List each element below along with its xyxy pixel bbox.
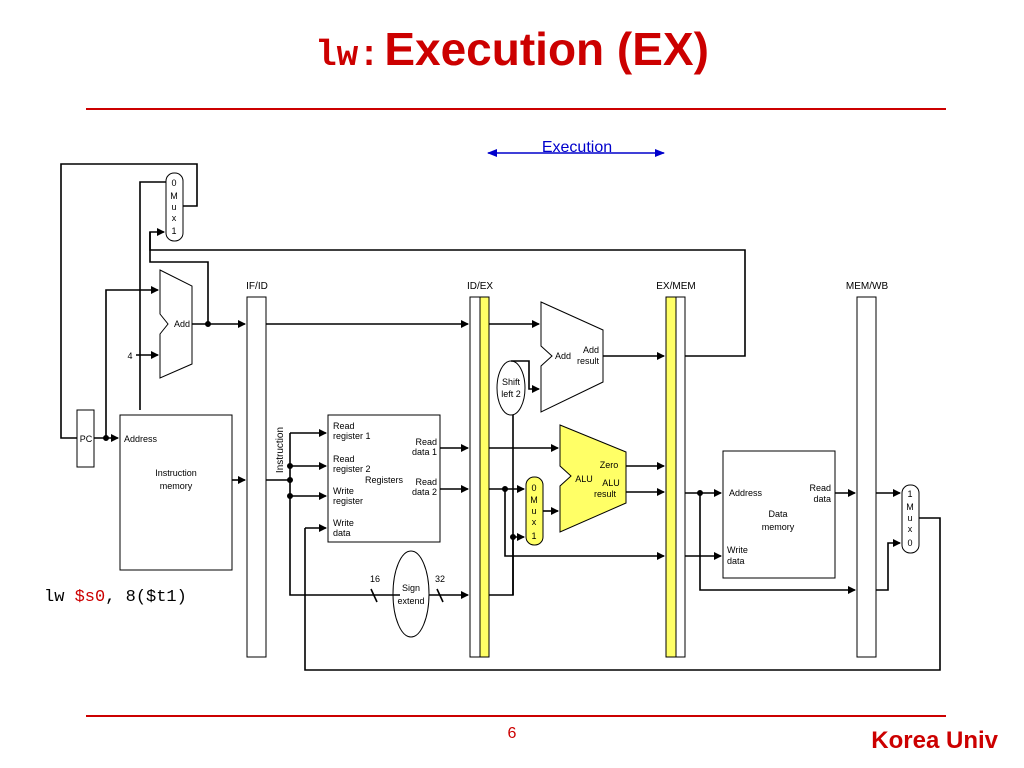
pipeline-register-ex-mem: EX/MEM — [656, 281, 696, 658]
svg-text:Write: Write — [333, 518, 354, 528]
svg-text:Zero: Zero — [600, 460, 619, 470]
register-file: Read register 1 Read register 2 Write re… — [327, 414, 441, 543]
branch-adder: Add Add result — [540, 301, 604, 413]
slide-title: lw: Execution (EX) — [0, 22, 1024, 76]
svg-text:Read: Read — [333, 454, 355, 464]
page-number: 6 — [507, 725, 517, 742]
svg-text:PC: PC — [80, 434, 93, 444]
svg-text:memory: memory — [762, 522, 795, 532]
pipeline-register-mem-wb: MEM/WB — [846, 281, 889, 658]
alu-source-mux: 0 M u x 1 — [525, 476, 544, 546]
svg-text:Read: Read — [415, 437, 437, 447]
instruction-opcode: lw — [44, 588, 75, 607]
sign-extend-unit: Sign extend 16 32 — [370, 550, 445, 638]
brand-label: Korea Univ — [871, 727, 998, 754]
svg-text:Sign: Sign — [402, 583, 420, 593]
svg-text:1: 1 — [531, 531, 536, 541]
svg-text:1: 1 — [907, 489, 912, 499]
svg-text:extend: extend — [397, 596, 424, 606]
datapath-wires — [60, 163, 941, 671]
svg-text:Shift: Shift — [502, 377, 521, 387]
alu: ALU Zero ALU result — [559, 424, 627, 533]
svg-text:Add: Add — [583, 345, 599, 355]
svg-text:Data: Data — [768, 509, 787, 519]
svg-text:32: 32 — [435, 574, 445, 584]
svg-text:data: data — [333, 528, 351, 538]
instruction-operands: , 8($t1) — [105, 588, 187, 607]
svg-text:Registers: Registers — [365, 475, 404, 485]
title-mono: lw: — [315, 35, 380, 76]
data-memory: Address Read data Data memory Write data — [722, 450, 836, 579]
svg-text:data: data — [813, 494, 831, 504]
execution-stage-indicator: Execution — [487, 139, 665, 157]
svg-text:register: register — [333, 496, 363, 506]
svg-text:1: 1 — [171, 226, 176, 236]
pipeline-register-id-ex: ID/EX — [467, 281, 493, 658]
program-counter: PC — [76, 409, 95, 468]
svg-text:memory: memory — [160, 481, 193, 491]
svg-text:u: u — [907, 513, 912, 523]
svg-text:ALU: ALU — [602, 478, 620, 488]
svg-text:register 1: register 1 — [333, 431, 371, 441]
bottom-divider — [86, 715, 946, 717]
svg-text:Add: Add — [555, 351, 571, 361]
instruction-example: lw $s0, 8($t1) — [44, 588, 187, 607]
svg-text:ALU: ALU — [575, 474, 593, 484]
svg-text:Address: Address — [729, 488, 763, 498]
svg-text:ID/EX: ID/EX — [467, 281, 493, 292]
svg-text:x: x — [172, 213, 177, 223]
svg-text:16: 16 — [370, 574, 380, 584]
execution-label: Execution — [542, 139, 612, 156]
instruction-dest-register: $s0 — [74, 588, 106, 607]
shift-left-2-unit: Shift left 2 — [496, 360, 526, 416]
svg-text:Instruction: Instruction — [155, 468, 197, 478]
constant-four: 4 — [127, 351, 132, 361]
svg-text:M: M — [170, 191, 178, 201]
svg-text:register 2: register 2 — [333, 464, 371, 474]
svg-text:EX/MEM: EX/MEM — [656, 281, 695, 292]
svg-text:Address: Address — [124, 434, 158, 444]
svg-text:MEM/WB: MEM/WB — [846, 281, 889, 292]
svg-text:x: x — [532, 517, 537, 527]
svg-text:Read: Read — [333, 421, 355, 431]
write-back-mux: 1 M u x 0 — [901, 484, 920, 554]
title-text: Execution (EX) — [384, 23, 709, 75]
top-divider — [86, 108, 946, 110]
svg-text:data: data — [727, 556, 745, 566]
svg-text:x: x — [908, 524, 913, 534]
svg-text:data 2: data 2 — [412, 487, 437, 497]
instruction-vertical-label: Instruction — [275, 427, 286, 473]
pc-source-mux: 0 M u x 1 — [165, 172, 184, 242]
svg-text:M: M — [906, 502, 914, 512]
svg-text:Write: Write — [727, 545, 748, 555]
pipeline-register-if-id: IF/ID — [246, 281, 268, 658]
pc-adder: Add — [159, 269, 193, 379]
svg-text:Add: Add — [174, 319, 190, 329]
svg-text:u: u — [531, 506, 536, 516]
svg-text:0: 0 — [171, 178, 176, 188]
svg-text:Read: Read — [415, 477, 437, 487]
svg-text:u: u — [171, 202, 176, 212]
svg-text:0: 0 — [907, 538, 912, 548]
svg-text:M: M — [530, 495, 538, 505]
svg-text:Read: Read — [809, 483, 831, 493]
svg-text:left 2: left 2 — [501, 389, 521, 399]
svg-text:Write: Write — [333, 486, 354, 496]
svg-text:data 1: data 1 — [412, 447, 437, 457]
svg-text:result: result — [577, 356, 600, 366]
svg-text:0: 0 — [531, 483, 536, 493]
svg-text:IF/ID: IF/ID — [246, 281, 268, 292]
instruction-memory: Address Instruction memory — [119, 414, 233, 571]
svg-text:result: result — [594, 489, 617, 499]
